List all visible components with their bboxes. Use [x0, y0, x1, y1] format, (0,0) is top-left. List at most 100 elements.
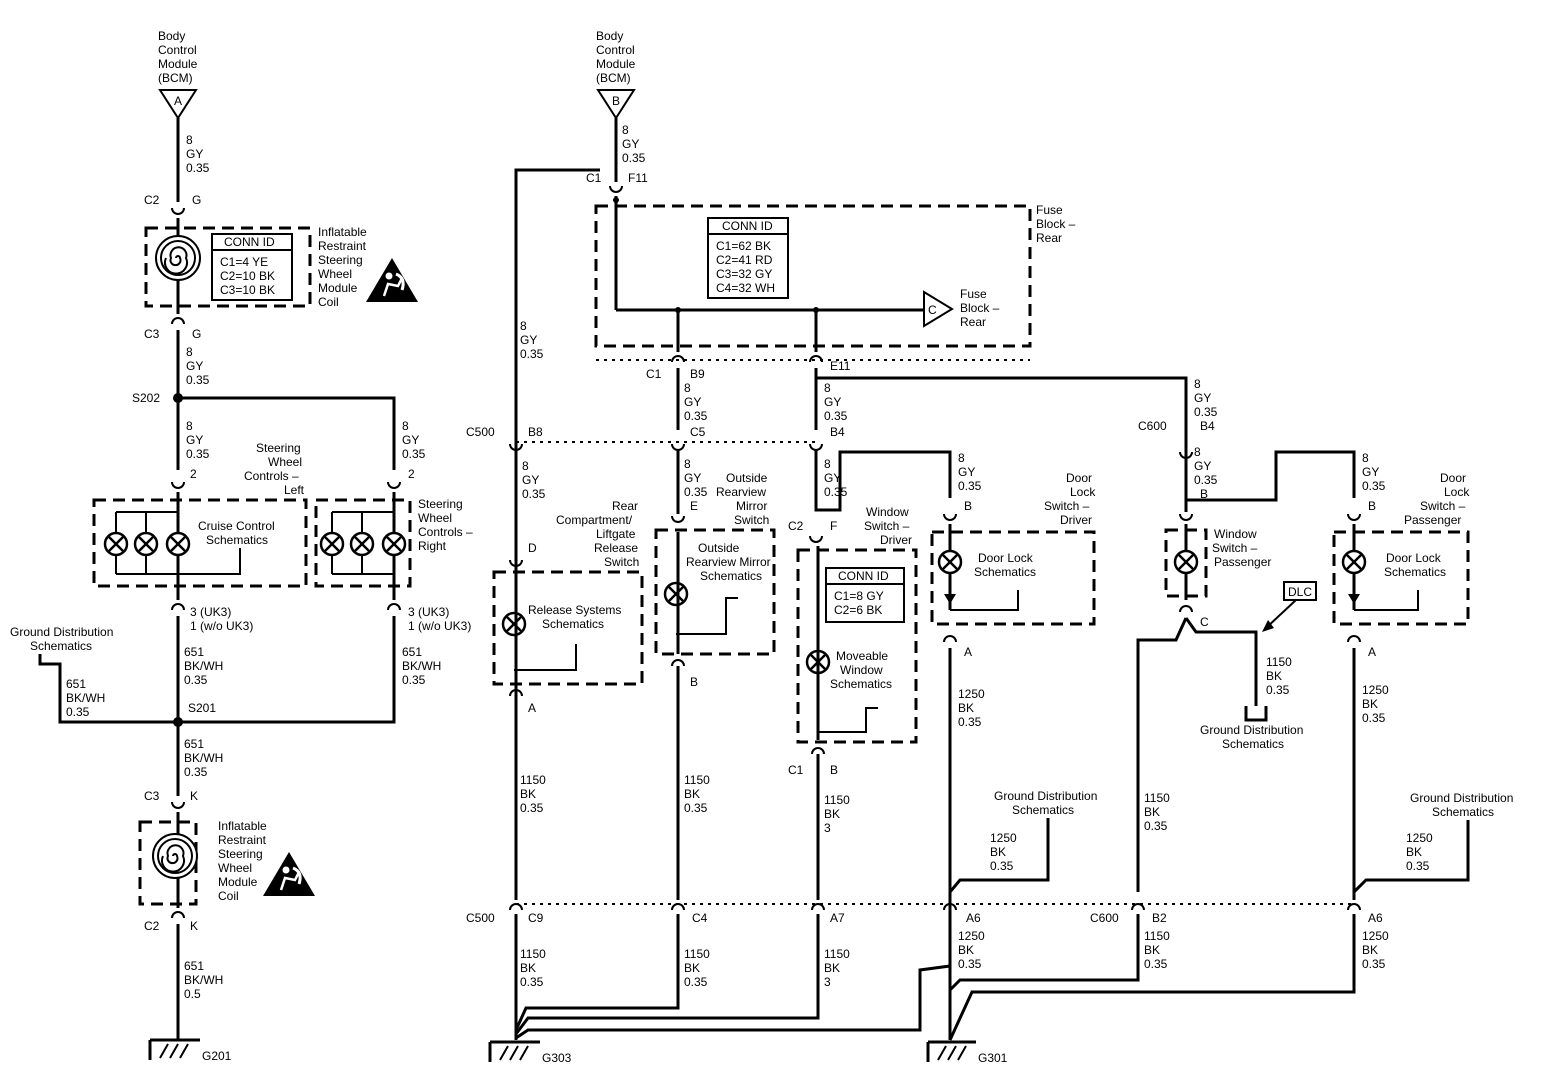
- switch-lamp-icon: [937, 549, 963, 575]
- svg-text:C2=10 BK: C2=10 BK: [220, 269, 275, 283]
- svg-text:Window: Window: [866, 505, 909, 519]
- airbag-warning-icon: [261, 850, 317, 898]
- svg-text:Block –: Block –: [1036, 217, 1076, 231]
- switch-lamp-icon: [319, 531, 345, 557]
- svg-text:Switch: Switch: [604, 555, 639, 569]
- connector-terminal-icon: [943, 513, 957, 521]
- svg-text:BK/WH: BK/WH: [184, 659, 223, 673]
- svg-text:Mirror: Mirror: [736, 499, 767, 513]
- switch-lamp-icon: [501, 611, 527, 637]
- clockspring-coil-icon: [155, 235, 201, 281]
- svg-text:1250: 1250: [1406, 831, 1433, 845]
- connector-c2-label: C2: [144, 919, 160, 933]
- svg-text:Window: Window: [1214, 527, 1257, 541]
- svg-text:Block –: Block –: [960, 301, 1000, 315]
- svg-text:BK: BK: [958, 943, 974, 957]
- connector-c1-label: C1: [788, 763, 804, 777]
- switch-lamp-icon: [1173, 549, 1199, 575]
- svg-text:BK: BK: [684, 961, 700, 975]
- pin-b-label: B: [1368, 499, 1376, 513]
- svg-text:Body: Body: [596, 29, 623, 43]
- connector-terminal-icon: [387, 481, 401, 489]
- svg-text:Release Systems: Release Systems: [528, 603, 621, 617]
- svg-text:BK/WH: BK/WH: [402, 659, 441, 673]
- svg-text:8: 8: [1362, 451, 1369, 465]
- svg-text:0.35: 0.35: [186, 447, 210, 461]
- svg-text:Rear: Rear: [960, 315, 986, 329]
- pin-1-wo-uk3-label: 1 (w/o UK3): [190, 619, 253, 633]
- connector-c1-label: C1: [646, 367, 662, 381]
- svg-text:0.35: 0.35: [1144, 957, 1168, 971]
- svg-text:BK: BK: [1406, 845, 1422, 859]
- svg-text:GY: GY: [684, 395, 701, 409]
- svg-text:8: 8: [520, 319, 527, 333]
- connector-terminal-icon: [171, 603, 185, 611]
- svg-text:0.35: 0.35: [684, 485, 708, 499]
- connector-terminal-icon: [809, 355, 823, 363]
- connector-terminal-icon: [1347, 903, 1361, 911]
- switch-lamp-icon: [663, 581, 689, 607]
- svg-text:C1=62 BK: C1=62 BK: [716, 239, 771, 253]
- ground-symbol-icon: [148, 1038, 200, 1060]
- conn-id-table-coil: CONN ID C1=4 YE C2=10 BK C3=10 BK: [211, 233, 293, 301]
- svg-text:Steering: Steering: [256, 441, 301, 455]
- fuse-block-arrow-icon: [923, 290, 954, 328]
- svg-text:0.35: 0.35: [66, 705, 90, 719]
- svg-text:8: 8: [1194, 445, 1201, 459]
- svg-text:0.35: 0.35: [1362, 479, 1386, 493]
- outside-mirror-box: [654, 528, 776, 656]
- splice-s202-label: S202: [132, 391, 160, 405]
- ground-symbol-icon: [926, 1040, 976, 1062]
- svg-text:Door Lock: Door Lock: [1386, 551, 1442, 565]
- coil-upper-box: [144, 226, 312, 308]
- svg-text:Schematics: Schematics: [1222, 737, 1284, 751]
- dlc-callout: DLC: [1262, 581, 1317, 632]
- svg-text:Lock: Lock: [1070, 485, 1096, 499]
- svg-text:0.35: 0.35: [522, 487, 546, 501]
- svg-text:651: 651: [184, 645, 204, 659]
- pin-e-label: E: [690, 499, 698, 513]
- ground-g201-label: G201: [202, 1049, 232, 1063]
- svg-text:BK: BK: [1144, 943, 1160, 957]
- svg-text:Rearview Mirror: Rearview Mirror: [686, 555, 771, 569]
- svg-text:0.35: 0.35: [622, 151, 646, 165]
- connector-terminal-icon: [671, 903, 685, 911]
- switch-lamp-icon: [133, 531, 159, 557]
- svg-text:C4=32 WH: C4=32 WH: [716, 281, 775, 295]
- pin-c9-label: C9: [528, 911, 544, 925]
- svg-text:1150: 1150: [684, 947, 710, 961]
- connector-terminal-icon: [171, 801, 185, 809]
- svg-text:Liftgate: Liftgate: [596, 527, 636, 541]
- svg-text:GY: GY: [186, 359, 203, 373]
- pin-b-label: B: [964, 499, 972, 513]
- svg-text:Schematics: Schematics: [542, 617, 604, 631]
- svg-text:8: 8: [402, 419, 409, 433]
- svg-text:Schematics: Schematics: [830, 677, 892, 691]
- connector-terminal-icon: [1179, 513, 1193, 521]
- svg-text:Steering: Steering: [218, 847, 263, 861]
- svg-text:1150: 1150: [824, 793, 850, 807]
- svg-text:Coil: Coil: [218, 889, 239, 903]
- pin-3-uk3-label: 3 (UK3): [408, 605, 449, 619]
- connector-terminal-icon: [171, 317, 185, 325]
- svg-text:Cruise Control: Cruise Control: [198, 519, 275, 533]
- swc-right-box: [314, 498, 412, 588]
- svg-text:0.35: 0.35: [824, 485, 848, 499]
